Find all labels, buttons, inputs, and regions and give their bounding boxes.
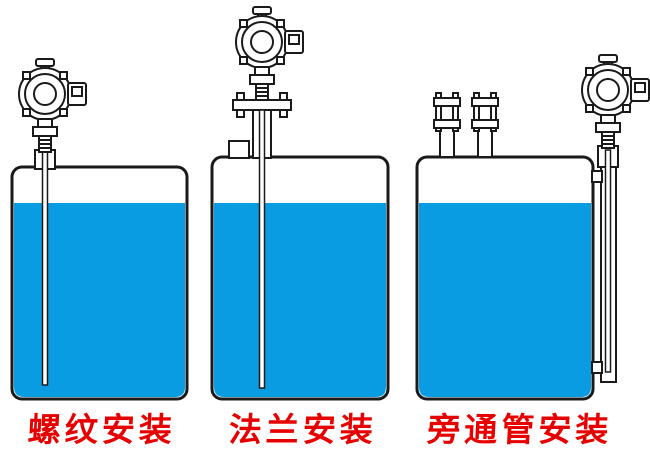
liquid-fill bbox=[14, 203, 185, 397]
transmitter bbox=[234, 5, 305, 102]
transmitter bbox=[17, 57, 88, 154]
liquid-fill bbox=[214, 203, 386, 397]
liquid-fill bbox=[419, 203, 591, 397]
threaded-installation-figure bbox=[10, 57, 189, 401]
label-flange-installation: 法兰安装 bbox=[227, 410, 378, 449]
level-probe bbox=[41, 151, 49, 386]
bypass-bottom-connection bbox=[591, 361, 603, 374]
bypass-installation-figure bbox=[415, 53, 650, 401]
transmitter bbox=[580, 53, 650, 150]
flange-installation-figure bbox=[210, 5, 390, 401]
label-threaded-installation: 螺纹安装 bbox=[26, 410, 177, 449]
bypass-top-connection bbox=[591, 170, 603, 183]
top-flanged-nozzles bbox=[433, 92, 499, 158]
spare-nozzle bbox=[228, 140, 250, 159]
level-probe bbox=[258, 109, 266, 389]
level-probe bbox=[604, 149, 612, 373]
label-bypass-pipe-installation: 旁通管安装 bbox=[426, 410, 614, 449]
